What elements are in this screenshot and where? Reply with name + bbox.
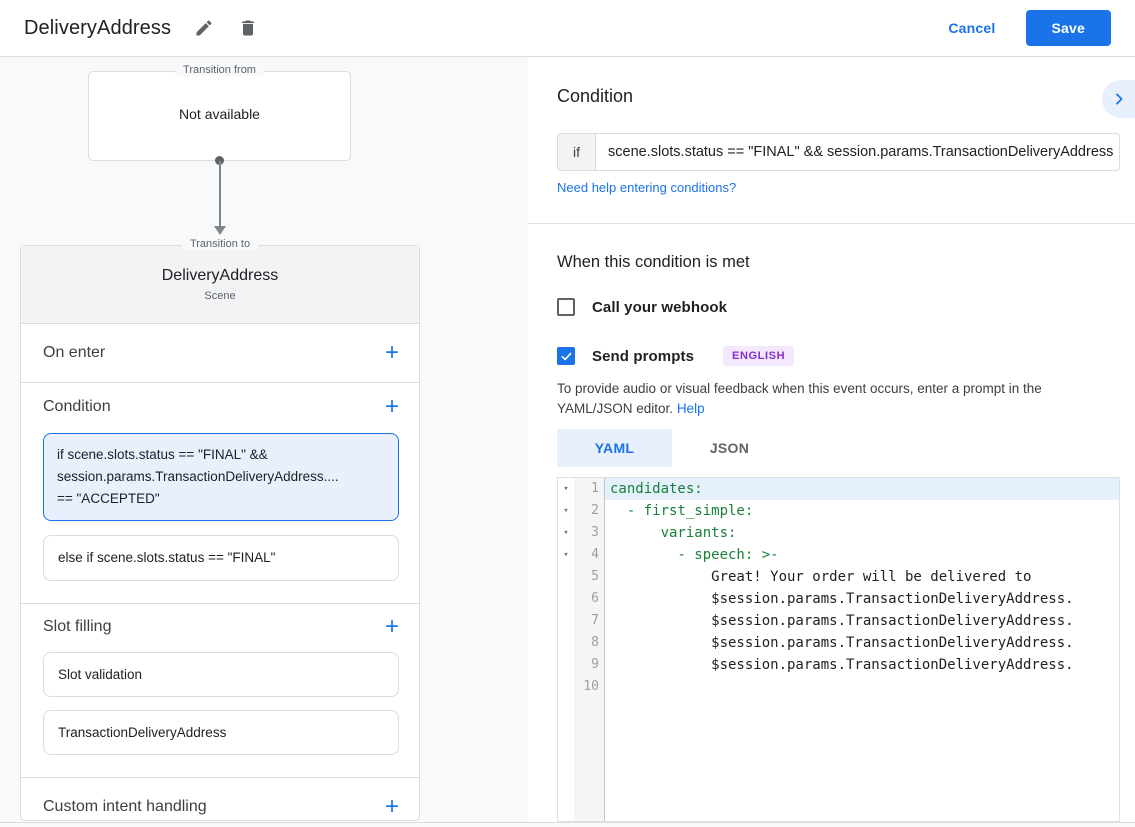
code-line[interactable]: $session.params.TransactionDeliveryAddre… [610, 635, 1074, 651]
condition-card-selected[interactable]: if scene.slots.status == "FINAL" && sess… [43, 433, 399, 521]
fold-arrow-icon[interactable]: ▾ [563, 506, 569, 516]
when-condition-title: When this condition is met [557, 253, 750, 271]
if-prefix-label: if [558, 134, 596, 170]
custom-intent-label: Custom intent handling [43, 798, 207, 815]
condition-panel-title: Condition [557, 86, 634, 106]
fold-spacer [558, 566, 574, 588]
transition-to-label: Transition to [181, 238, 259, 250]
section-divider [528, 223, 1135, 224]
connector-dot [215, 156, 224, 165]
collapse-panel-button[interactable] [1102, 80, 1135, 118]
bottom-scrollbar-track[interactable] [0, 822, 1135, 827]
line-number: 1 [591, 481, 599, 496]
condition-expression-row: if scene.slots.status == "FINAL" && sess… [557, 133, 1120, 171]
transition-from-value: Not available [179, 106, 260, 122]
page-title: DeliveryAddress [24, 16, 172, 39]
fold-spacer [558, 676, 574, 698]
chevron-right-icon [1115, 93, 1123, 105]
line-number: 6 [591, 591, 599, 606]
fold-spacer [558, 632, 574, 654]
language-badge: ENGLISH [723, 346, 795, 366]
webhook-row: Call your webhook [557, 298, 727, 316]
editor-tabs: YAML JSON [557, 429, 787, 467]
help-link[interactable]: Help [676, 401, 705, 416]
condition-card-else[interactable]: else if scene.slots.status == "FINAL" [43, 535, 399, 581]
code-line[interactable]: - speech: >- [610, 547, 779, 563]
code-line[interactable]: $session.params.TransactionDeliveryAddre… [610, 657, 1074, 673]
condition-expression-input[interactable]: scene.slots.status == "FINAL" && session… [608, 144, 1114, 160]
line-number: 9 [591, 657, 599, 672]
fold-spacer [558, 588, 574, 610]
delete-icon[interactable] [237, 17, 259, 39]
line-number: 4 [591, 547, 599, 562]
line-number: 5 [591, 569, 599, 584]
add-slot-button[interactable]: + [384, 613, 399, 640]
connector-line [219, 161, 221, 227]
on-enter-label: On enter [43, 344, 106, 361]
webhook-checkbox[interactable] [557, 298, 575, 316]
on-enter-section: On enter + [21, 324, 419, 382]
scene-name: DeliveryAddress [161, 267, 279, 284]
line-number: 8 [591, 635, 599, 650]
scene-type-label: Scene [204, 290, 236, 302]
slot-filling-label: Slot filling [43, 618, 112, 635]
prompt-description: To provide audio or visual feedback when… [557, 379, 1119, 419]
cancel-button[interactable]: Cancel [948, 20, 996, 36]
condition-section: Condition + if scene.slots.status == "FI… [21, 383, 419, 603]
add-condition-button[interactable]: + [384, 393, 399, 420]
prompt-description-text: To provide audio or visual feedback when… [557, 381, 1042, 416]
add-on-enter-button[interactable]: + [384, 339, 399, 366]
tab-json[interactable]: JSON [709, 440, 750, 456]
gutter-column: 1 2 3 4 5 6 7 8 9 10 [574, 478, 605, 821]
line-number: 3 [591, 525, 599, 540]
tab-yaml[interactable]: YAML [557, 429, 672, 467]
edit-icon[interactable] [193, 17, 215, 39]
connector-arrow-icon [214, 226, 226, 235]
transition-from-box: Transition from Not available [88, 64, 351, 161]
code-line[interactable]: - first_simple: [610, 503, 754, 519]
code-line[interactable]: candidates: [605, 478, 1119, 500]
line-number: 2 [591, 503, 599, 518]
transition-from-label: Transition from [175, 64, 264, 76]
code-column[interactable]: candidates: - first_simple: variants: - … [605, 478, 1119, 821]
fold-spacer [558, 654, 574, 676]
slot-filling-section: Slot filling + Slot validation Transacti… [21, 604, 419, 777]
fold-spacer [558, 610, 574, 632]
scene-graph-panel: Transition from Not available Transition… [0, 57, 528, 827]
code-line[interactable]: variants: [610, 525, 737, 541]
slot-validation-card[interactable]: Slot validation [43, 652, 399, 697]
send-prompts-label: Send prompts [592, 347, 695, 365]
fold-column: ▾ ▾ ▾ ▾ [558, 478, 574, 821]
fold-arrow-icon[interactable]: ▾ [563, 484, 569, 494]
conditions-help-link[interactable]: Need help entering conditions? [557, 180, 737, 195]
condition-line: if scene.slots.status == "FINAL" && [57, 447, 268, 462]
condition-section-label: Condition [43, 398, 111, 415]
code-line[interactable]: $session.params.TransactionDeliveryAddre… [610, 591, 1074, 607]
send-prompts-checkbox[interactable] [557, 347, 575, 365]
checkmark-icon [561, 352, 571, 361]
custom-intent-section: Custom intent handling + [21, 778, 419, 827]
code-editor[interactable]: ▾ ▾ ▾ ▾ 1 2 3 4 5 6 7 8 9 10 candidates: - first_sim… [557, 477, 1120, 822]
main-content: Transition from Not available Transition… [0, 57, 1135, 827]
fold-arrow-icon[interactable]: ▾ [563, 550, 569, 560]
line-number: 7 [591, 613, 599, 628]
send-prompts-row: Send prompts ENGLISH [557, 346, 795, 366]
condition-line: session.params.TransactionDeliveryAddres… [57, 469, 339, 484]
scene-card: Transition to DeliveryAddress Scene On e… [20, 238, 420, 821]
scene-card-header: DeliveryAddress Scene [21, 246, 419, 324]
condition-line: == "ACCEPTED" [57, 491, 160, 506]
top-bar: DeliveryAddress Cancel Save [0, 0, 1135, 57]
code-line[interactable] [605, 676, 1119, 698]
add-custom-intent-button[interactable]: + [384, 793, 399, 820]
line-number: 10 [583, 679, 599, 694]
code-line[interactable]: Great! Your order will be delivered to [610, 569, 1032, 585]
save-button[interactable]: Save [1025, 10, 1111, 46]
code-line[interactable]: $session.params.TransactionDeliveryAddre… [610, 613, 1074, 629]
condition-detail-panel: Condition if scene.slots.status == "FINA… [528, 57, 1135, 827]
fold-arrow-icon[interactable]: ▾ [563, 528, 569, 538]
webhook-label: Call your webhook [592, 298, 728, 316]
slot-transaction-card[interactable]: TransactionDeliveryAddress [43, 710, 399, 755]
